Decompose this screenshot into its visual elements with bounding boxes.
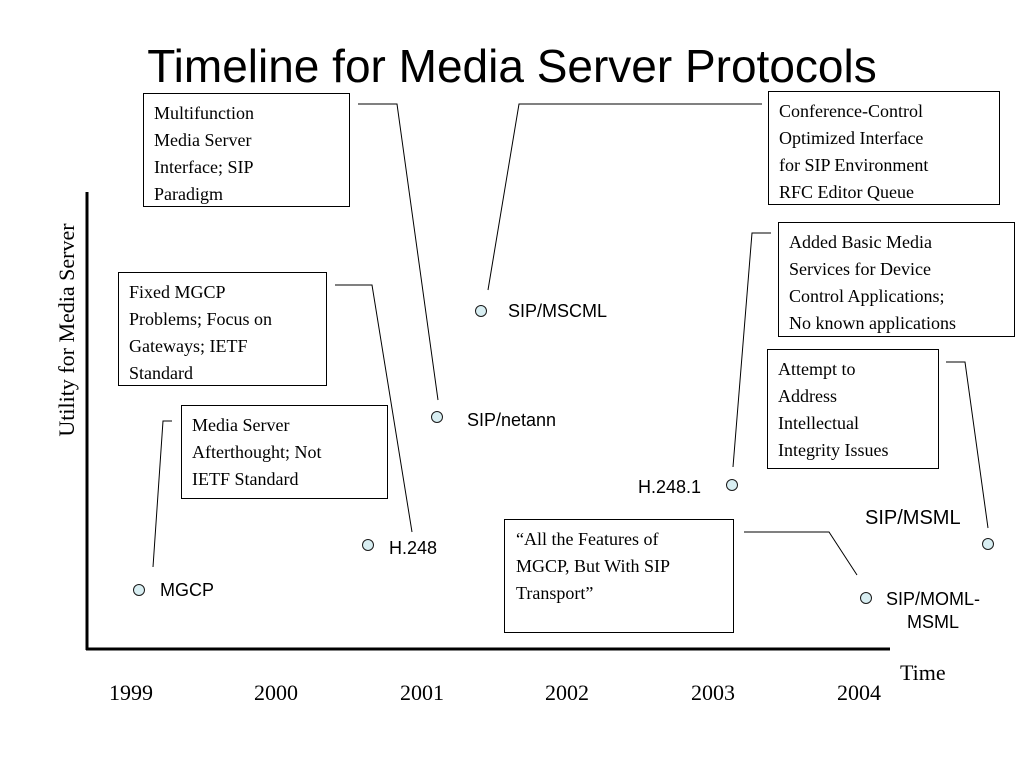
label-h248: H.248 — [389, 538, 438, 558]
label-h248-1: H.248.1 — [638, 477, 702, 497]
y-axis-label: Utility for Media Server — [54, 223, 79, 437]
annotation-netann: Multifunction Media Server Interface; SI… — [143, 93, 350, 207]
marker-h248-1 — [726, 479, 738, 491]
annotation-msml: Attempt to Address Intellectual Integrit… — [767, 349, 939, 469]
annotation-moml: “All the Features of MGCP, But With SIP … — [504, 519, 734, 633]
annotation-h248: Fixed MGCP Problems; Focus on Gateways; … — [118, 272, 327, 386]
leader-msml — [946, 361, 989, 529]
year-2001: 2001 — [400, 680, 444, 705]
label-sip-moml-msml: SIP/MOML- MSML — [886, 589, 981, 632]
marker-mgcp — [133, 584, 145, 596]
leader-h2481 — [732, 232, 771, 468]
year-2003: 2003 — [691, 680, 735, 705]
label-sip-netann: SIP/netann — [467, 410, 557, 430]
leader-h248 — [335, 284, 413, 533]
leader-mgcp — [152, 420, 172, 568]
annotation-h2481: Added Basic Media Services for Device Co… — [778, 222, 1015, 337]
annotation-mgcp: Media Server Afterthought; Not IETF Stan… — [181, 405, 388, 499]
label-mgcp: MGCP — [160, 580, 214, 600]
marker-h248 — [362, 539, 374, 551]
year-2000: 2000 — [254, 680, 298, 705]
marker-sip-netann — [431, 411, 443, 423]
marker-sip-mscml — [475, 305, 487, 317]
year-2004: 2004 — [837, 680, 881, 705]
leader-netann — [358, 103, 439, 401]
year-1999: 1999 — [109, 680, 153, 705]
x-axis-label: Time — [900, 660, 946, 685]
year-2002: 2002 — [545, 680, 589, 705]
annotation-mscml: Conference-Control Optimized Interface f… — [768, 91, 1000, 205]
marker-sip-msml — [982, 538, 994, 550]
label-sip-msml: SIP/MSML — [865, 507, 961, 529]
page-title: Timeline for Media Server Protocols — [147, 40, 877, 92]
leader-moml — [744, 531, 858, 576]
leader-mscml — [487, 103, 762, 291]
label-sip-mscml: SIP/MSCML — [508, 301, 608, 321]
marker-sip-moml-msml — [860, 592, 872, 604]
